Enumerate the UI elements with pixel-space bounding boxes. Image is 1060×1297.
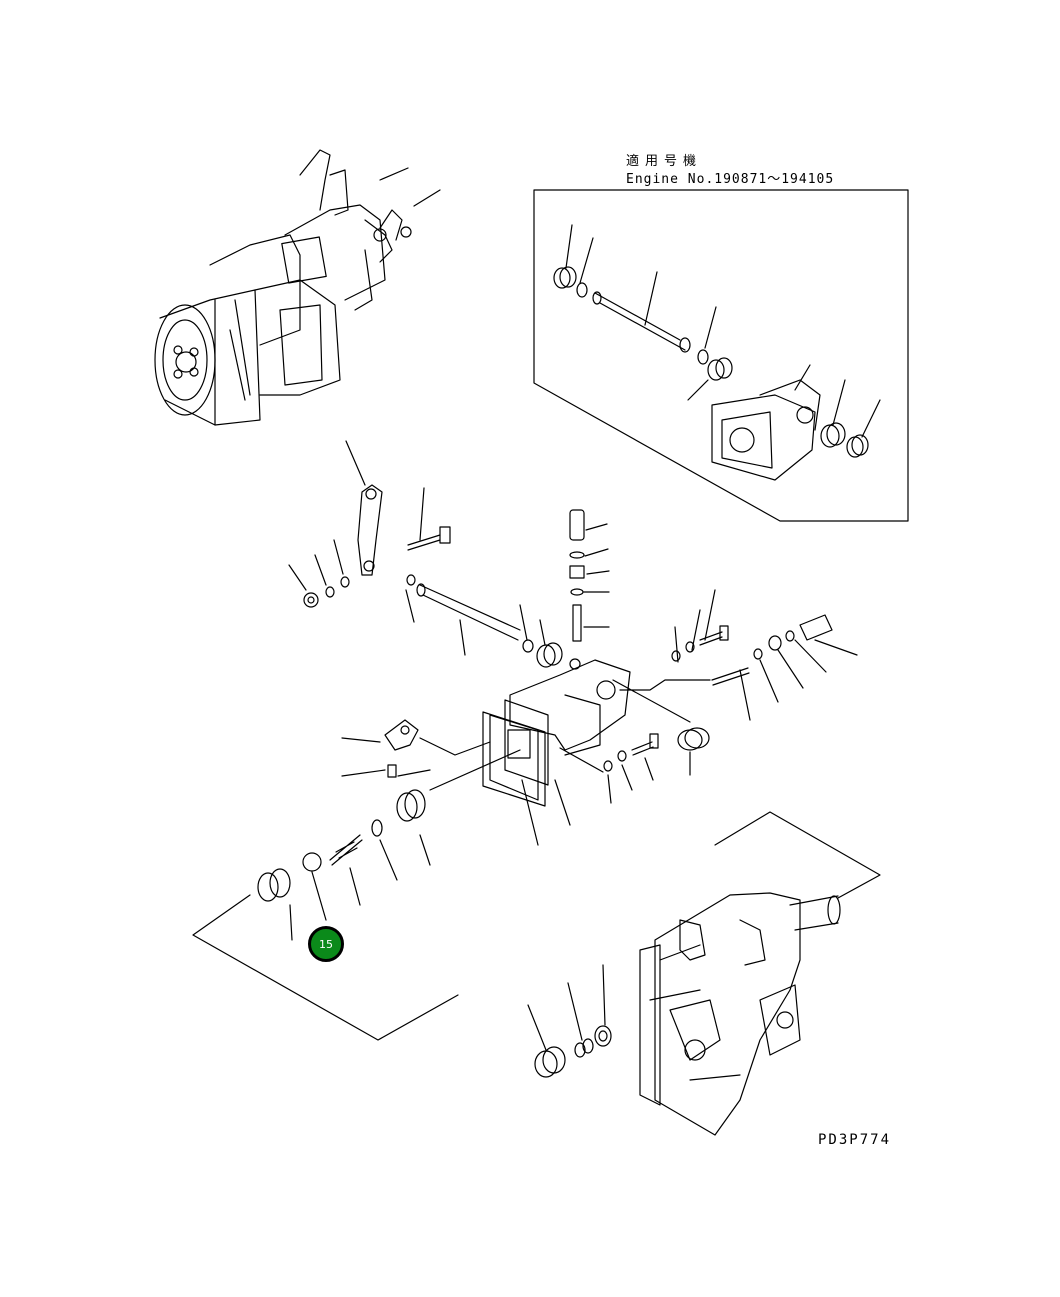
transmission-case — [527, 811, 881, 1136]
engine-overview — [154, 149, 441, 426]
drawing-id-label: PD3P774 — [818, 1132, 892, 1148]
part-callout-number: 15 — [319, 937, 333, 951]
applicability-title: 適用号機 — [626, 154, 703, 169]
engine-number-range: Engine No.190871～194105 — [626, 172, 835, 187]
main-assembly — [192, 440, 858, 1041]
inset-panel — [533, 189, 909, 522]
part-callout-badge[interactable]: 15 — [308, 926, 344, 962]
